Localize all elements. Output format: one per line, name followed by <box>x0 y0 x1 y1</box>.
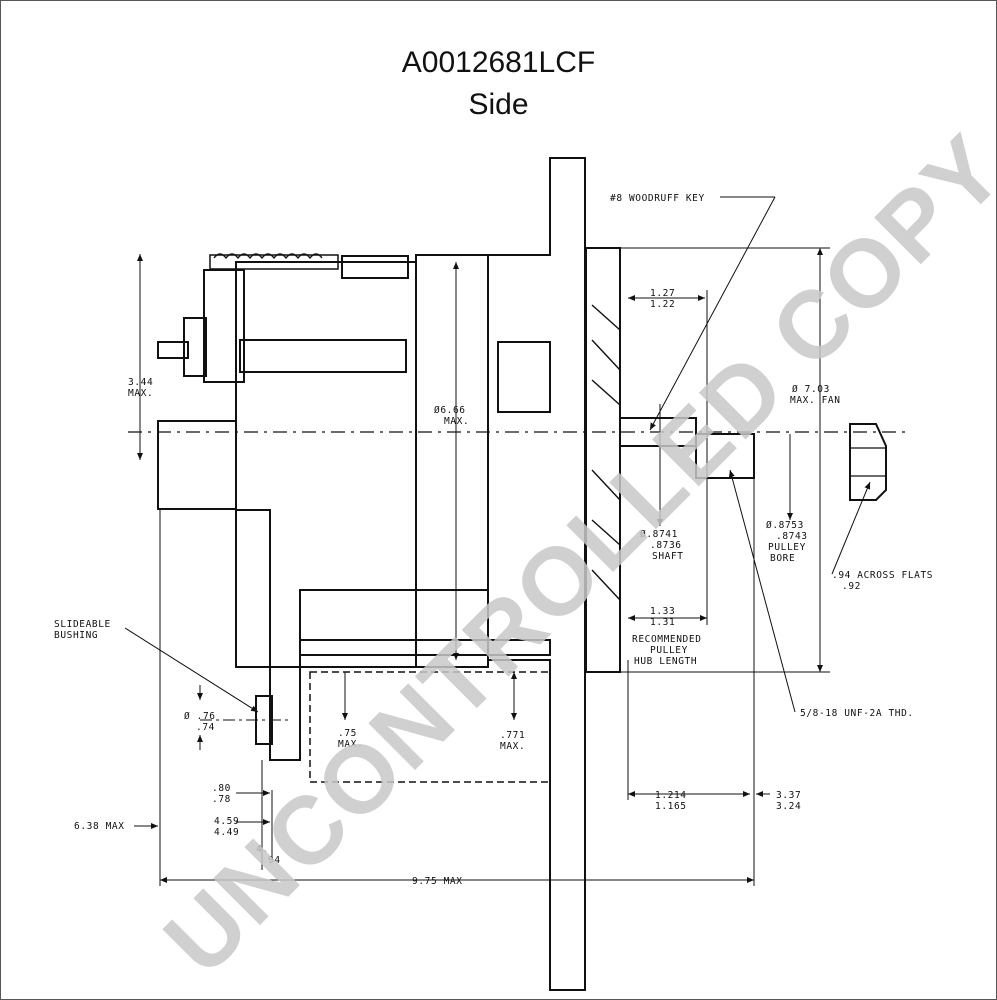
dim-080: .80 <box>212 783 231 794</box>
rear-boss <box>157 420 237 510</box>
bore-label-pulley: PULLEY <box>768 542 806 553</box>
dim-94: 94 <box>268 855 281 866</box>
mount-ear <box>299 639 551 656</box>
front-housing <box>487 157 586 991</box>
dim-666: Ø6.66 <box>434 405 466 416</box>
rectifier-coil <box>209 254 339 270</box>
terminal-stud <box>157 341 189 359</box>
dim-075: .75 <box>338 728 357 739</box>
dim-1214: 1.214 <box>655 790 687 801</box>
dim-459: 4.59 <box>214 816 239 827</box>
dim-122: 1.22 <box>650 299 675 310</box>
across-flats-min: .92 <box>842 581 861 592</box>
dim-344-max: MAX. <box>128 388 153 399</box>
bore-dia-2: .8743 <box>776 531 808 542</box>
shaft-dia-1: Ø.8741 <box>640 529 678 540</box>
dim-975: 9.75 MAX <box>412 876 463 887</box>
hub-length-label: HUB LENGTH <box>634 656 697 667</box>
shaft-nut <box>849 423 887 501</box>
dim-449: 4.49 <box>214 827 239 838</box>
dim-638: 6.38 MAX <box>74 821 125 832</box>
bushing-label: BUSHING <box>54 630 98 641</box>
stator-housing <box>235 261 417 668</box>
bore-label-bore: BORE <box>770 553 795 564</box>
dim-771: .771 <box>500 730 525 741</box>
dim-076: Ø .76 <box>184 711 216 722</box>
slideable-mount <box>309 671 551 783</box>
dim-131: 1.31 <box>650 617 675 628</box>
pulley-label: PULLEY <box>650 645 688 656</box>
regulator <box>341 255 409 279</box>
dim-075-max: MAX. <box>338 739 363 750</box>
lower-housing <box>236 509 488 761</box>
dim-703-maxfan: MAX. FAN <box>790 395 841 406</box>
fan-blades <box>591 304 621 601</box>
terminal-nut <box>183 317 207 377</box>
front-boss <box>497 341 551 413</box>
shaft-dia-2: .8736 <box>650 540 682 551</box>
bore-dia-1: Ø.8753 <box>766 520 804 531</box>
dimension-lines <box>124 196 871 886</box>
coil-winding <box>213 253 323 260</box>
dim-074: .74 <box>196 722 215 733</box>
dim-771-max: MAX. <box>500 741 525 752</box>
slideable-label: SLIDEABLE <box>54 619 111 630</box>
part-number-title: A0012681LCF <box>401 46 596 79</box>
dim-4x: 4. <box>256 844 269 855</box>
shaft <box>619 417 697 447</box>
dim-324: 3.24 <box>776 801 801 812</box>
brush-holder <box>239 339 407 373</box>
across-flats-label: .94 ACROSS FLATS <box>832 570 933 581</box>
recommended-label: RECOMMENDED <box>632 634 702 645</box>
dim-344: 3.44 <box>128 377 153 388</box>
shaft-label: SHAFT <box>652 551 684 562</box>
terminal-block <box>203 269 245 383</box>
dim-666-max: MAX. <box>444 416 469 427</box>
thread-label: 5/8-18 UNF-2A THD. <box>800 708 914 719</box>
dim-1165: 1.165 <box>655 801 687 812</box>
view-subtitle: Side <box>468 88 529 121</box>
dim-337: 3.37 <box>776 790 801 801</box>
uncontrolled-copy-watermark: UNCONTROLLED COPY <box>144 115 997 995</box>
woodruff-key-label: #8 WOODRUFF KEY <box>610 193 705 204</box>
dimension-labels: #8 WOODRUFF KEY 1.27 1.22 3.44 MAX. Ø6.6… <box>54 193 933 887</box>
threaded-stud <box>695 433 755 479</box>
dim-703: Ø 7.03 <box>792 384 830 395</box>
dim-127: 1.27 <box>650 288 675 299</box>
dim-078: .78 <box>212 794 231 805</box>
dim-133: 1.33 <box>650 606 675 617</box>
